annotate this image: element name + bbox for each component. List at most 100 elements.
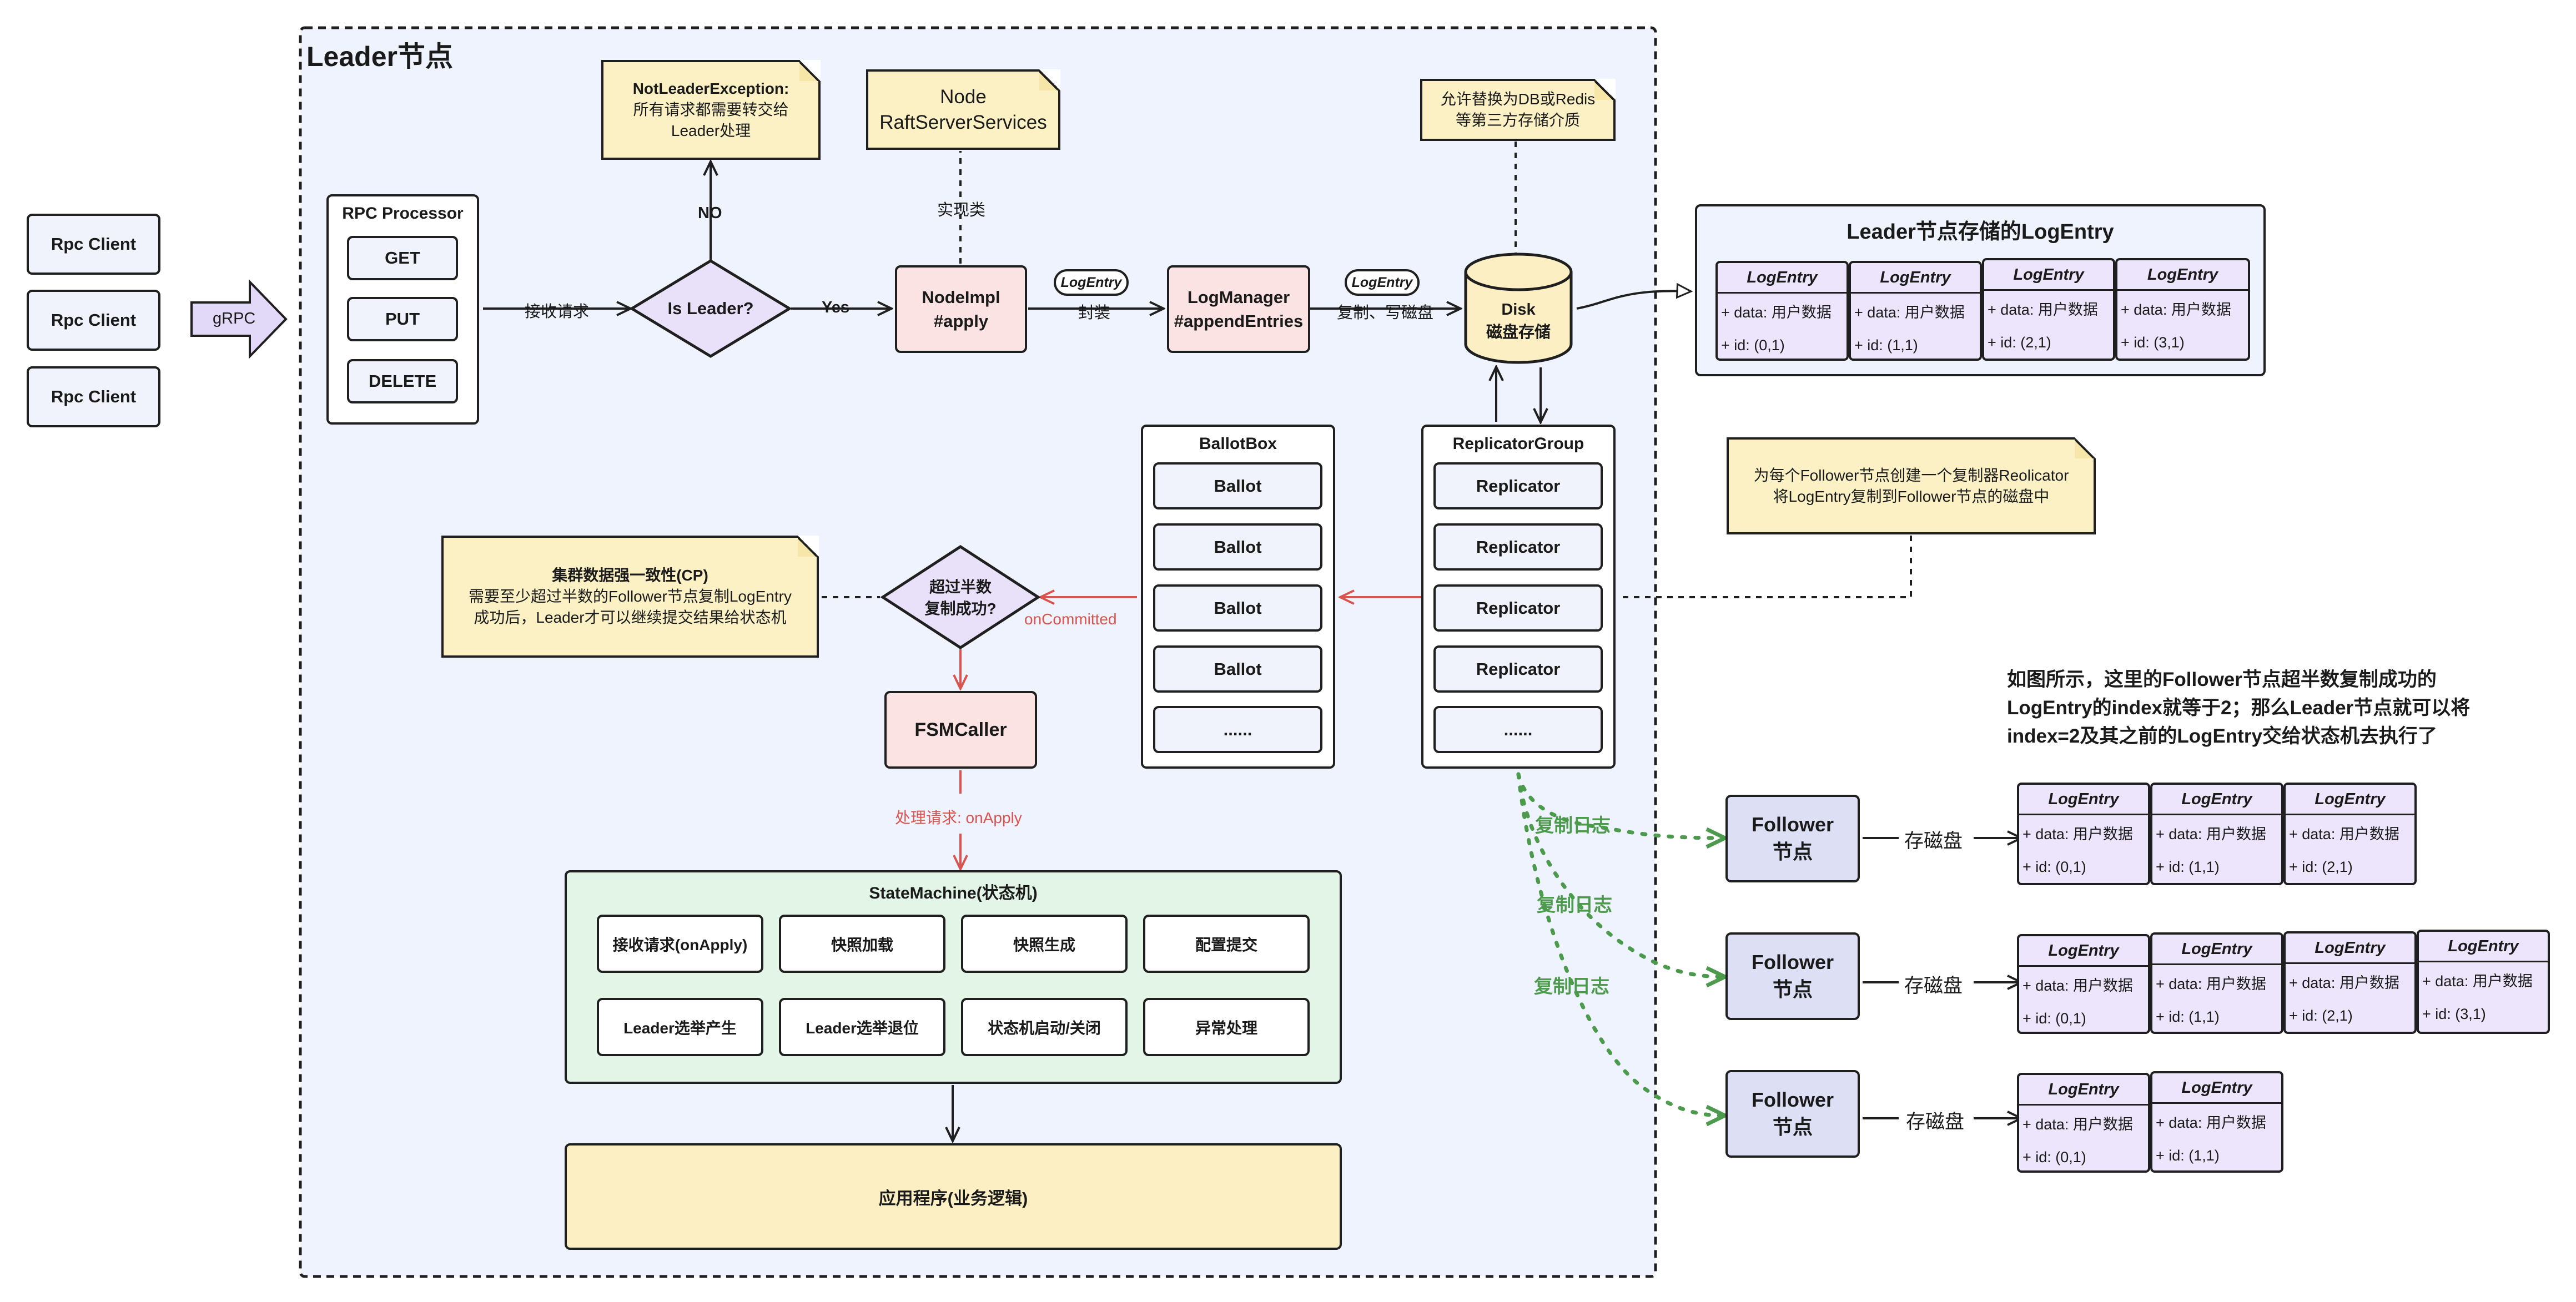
is-leader-text: Is Leader? xyxy=(667,299,754,318)
cp-note-line1: 需要至少超过半数的Follower节点复制LogEntry xyxy=(469,588,792,605)
disk-line2: 磁盘存储 xyxy=(1486,323,1551,341)
f3-entry-1: LogEntry+ data: 用户数据+ id: (0,1) xyxy=(2017,1073,2150,1173)
sm-error: 异常处理 xyxy=(1143,998,1310,1056)
f3-entry-1-data: + data: 用户数据 xyxy=(2022,1116,2133,1133)
f1-entry-2-data: + data: 用户数据 xyxy=(2156,825,2266,842)
leader-entry-4-data: + data: 用户数据 xyxy=(2121,301,2231,318)
ballot-2: Ballot xyxy=(1153,523,1322,571)
put-button: PUT xyxy=(347,297,458,341)
leader-entry-3-id: + id: (2,1) xyxy=(1988,334,2051,351)
replicator-note: 为每个Follower节点创建一个复制器Reolicator 将LogEntry… xyxy=(1727,437,2096,534)
leader-entry-4-header: LogEntry xyxy=(2117,260,2248,291)
follower-3: Follower 节点 xyxy=(1725,1070,1860,1158)
f1-entry-3: LogEntry+ data: 用户数据+ id: (2,1) xyxy=(2283,783,2417,885)
leader-title: Leader节点 xyxy=(306,41,453,72)
not-leader-note-line1: 所有请求都需要转交给 xyxy=(633,101,789,119)
f1-entry-1-id: + id: (0,1) xyxy=(2022,858,2086,875)
leader-entry-4: LogEntry + data: 用户数据 + id: (3,1) xyxy=(2115,258,2250,361)
not-leader-note-title: NotLeaderException: xyxy=(632,80,789,98)
sm-snapshot-load: 快照加载 xyxy=(779,915,945,973)
explanation-line3: index=2及其之前的LogEntry交给状态机去执行了 xyxy=(2007,725,2437,747)
rpc-processor-title: RPC Processor xyxy=(342,204,464,223)
leader-entry-1: LogEntry+ data: 用户数据+ id: (0,1) xyxy=(1715,261,1849,361)
f1-entry-1-header: LogEntry xyxy=(2019,785,2148,815)
f2-entry-1-data: + data: 用户数据 xyxy=(2022,977,2133,994)
follower-1: Follower 节点 xyxy=(1725,795,1860,882)
replicator-2: Replicator xyxy=(1433,523,1603,571)
f2-entry-1-header: LogEntry xyxy=(2019,936,2148,967)
sm-leader-stop: Leader选举退位 xyxy=(779,998,945,1056)
f2-entry-4-header: LogEntry xyxy=(2419,932,2548,962)
majority-line1: 超过半数 xyxy=(929,578,992,596)
leader-entry-1-data: + data: 用户数据 xyxy=(1721,304,1832,321)
logentry-pill-2: LogEntry xyxy=(1345,269,1420,296)
f2-entry-2: LogEntry + data: 用户数据 + id: (1,1) xyxy=(2150,932,2283,1034)
replicate-label-2: 复制日志 xyxy=(1537,895,1612,916)
dashed-replicatornote-to-group xyxy=(1621,536,1912,598)
f1-entry-2: LogEntry + data: 用户数据 + id: (1,1) xyxy=(2150,783,2283,885)
get-button: GET xyxy=(347,236,458,280)
leader-entry-3: LogEntry + data: 用户数据 + id: (2,1) xyxy=(1982,258,2115,361)
f1-entry-2-header: LogEntry xyxy=(2152,785,2281,815)
f2-entry-3-id: + id: (2,1) xyxy=(2289,1007,2353,1024)
f2-entry-2-header: LogEntry xyxy=(2152,935,2281,965)
follower-1-line1: Follower xyxy=(1751,813,1834,836)
node-note-line2: RaftServerServices xyxy=(879,111,1047,133)
replicate-path-1 xyxy=(1516,772,1724,838)
leader-entry-2: LogEntry + data: 用户数据 + id: (1,1) xyxy=(1849,261,1982,361)
follower-2: Follower 节点 xyxy=(1725,932,1860,1020)
f2-entry-3-data: + data: 用户数据 xyxy=(2289,974,2399,991)
f3-entry-2-header: LogEntry xyxy=(2152,1073,2281,1104)
cp-note: 集群数据强一致性(CP) 需要至少超过半数的Follower节点复制LogEnt… xyxy=(441,536,819,658)
store-label-3: 存磁盘 xyxy=(1906,1111,1965,1133)
logentry-pill-1: LogEntry xyxy=(1054,269,1129,296)
replicator-more: ...... xyxy=(1433,706,1603,753)
leader-entry-3-data: + data: 用户数据 xyxy=(1988,301,2098,318)
follower-3-line1: Follower xyxy=(1751,1088,1834,1112)
leader-entry-2-id: + id: (1,1) xyxy=(1854,336,1918,354)
leader-entry-3-header: LogEntry xyxy=(1984,260,2113,291)
explanation: 如图所示，这里的Follower节点超半数复制成功的 LogEntry的inde… xyxy=(2007,666,2470,750)
f2-entry-2-data: + data: 用户数据 xyxy=(2156,975,2266,992)
follower-2-line1: Follower xyxy=(1751,951,1834,974)
ballot-box-title: BallotBox xyxy=(1199,435,1277,453)
f2-entry-4-id: + id: (3,1) xyxy=(2422,1005,2486,1022)
not-leader-note: NotLeaderException: 所有请求都需要转交给 Leader处理 xyxy=(601,60,821,160)
f1-entry-3-header: LogEntry xyxy=(2286,785,2414,815)
cp-note-line2: 成功后，Leader才可以继续提交结果给状态机 xyxy=(474,608,787,626)
replicate-path-3 xyxy=(1516,772,1724,1116)
f1-entry-3-data: + data: 用户数据 xyxy=(2289,825,2399,842)
f3-entry-2-id: + id: (1,1) xyxy=(2156,1147,2220,1164)
replicate-label-3: 复制日志 xyxy=(1534,976,1609,997)
is-leader-diamond xyxy=(629,259,792,358)
replicator-note-line2: 将LogEntry复制到Follower节点的磁盘中 xyxy=(1773,487,2050,505)
majority-diamond xyxy=(880,545,1041,649)
explanation-line1: 如图所示，这里的Follower节点超半数复制成功的 xyxy=(2007,669,2437,690)
impl-label: 实现类 xyxy=(937,201,986,219)
disk-note-line2: 等第三方存储介质 xyxy=(1455,112,1580,129)
f2-entry-1: LogEntry+ data: 用户数据+ id: (0,1) xyxy=(2017,934,2150,1034)
disk-note-line1: 允许替换为DB或Redis xyxy=(1440,90,1596,108)
leader-entry-4-id: + id: (3,1) xyxy=(2121,334,2185,351)
disk-cylinder xyxy=(1464,253,1573,364)
ballot-more: ...... xyxy=(1153,706,1322,753)
node-impl-line1: NodeImpl xyxy=(922,287,1000,307)
replicator-4: Replicator xyxy=(1433,645,1603,693)
replicate-label-1: 复制日志 xyxy=(1535,815,1611,836)
log-manager-line2: #appendEntries xyxy=(1174,311,1304,331)
f1-entry-1-data: + data: 用户数据 xyxy=(2022,825,2133,842)
rpc-client-3: Rpc Client xyxy=(27,366,160,427)
log-manager: LogManager #appendEntries xyxy=(1167,265,1310,353)
sm-config-commit: 配置提交 xyxy=(1143,915,1310,973)
f1-entry-2-id: + id: (1,1) xyxy=(2156,858,2220,875)
leader-entry-2-data: + data: 用户数据 xyxy=(1854,304,1965,321)
leader-entry-2-header: LogEntry xyxy=(1851,263,1980,294)
on-apply-label: 处理请求: onApply xyxy=(895,809,1022,826)
copy-write-label: 复制、写磁盘 xyxy=(1337,304,1434,322)
replicator-1: Replicator xyxy=(1433,462,1603,509)
majority-text: 超过半数 复制成功? xyxy=(894,576,1027,619)
f3-entry-2: LogEntry+ data: 用户数据+ id: (1,1) xyxy=(2150,1071,2283,1173)
leader-store-title: Leader节点存储的LogEntry xyxy=(1847,220,2114,244)
f2-entry-2-id: + id: (1,1) xyxy=(2156,1008,2220,1025)
